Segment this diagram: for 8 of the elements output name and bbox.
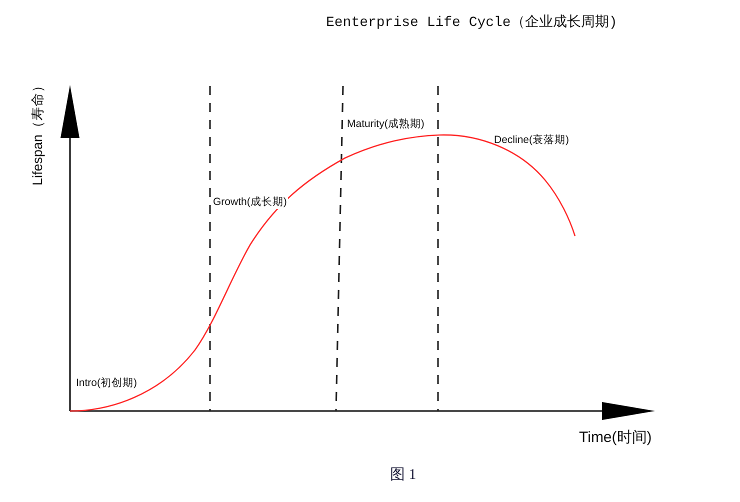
stage-label: Decline(衰落期): [493, 134, 570, 147]
stage-label: Maturity(成熟期): [346, 118, 426, 131]
axis-label: Time(时间): [578, 429, 653, 447]
chart-title: Eenterprise Life Cycle（企业成长周期): [326, 15, 618, 32]
stage-label: Growth(成长期): [212, 196, 288, 209]
figure-caption: 图 1: [390, 466, 416, 484]
axis-label: Lifespan（寿命）: [30, 77, 46, 187]
stage-label: Intro(初创期): [75, 377, 138, 390]
